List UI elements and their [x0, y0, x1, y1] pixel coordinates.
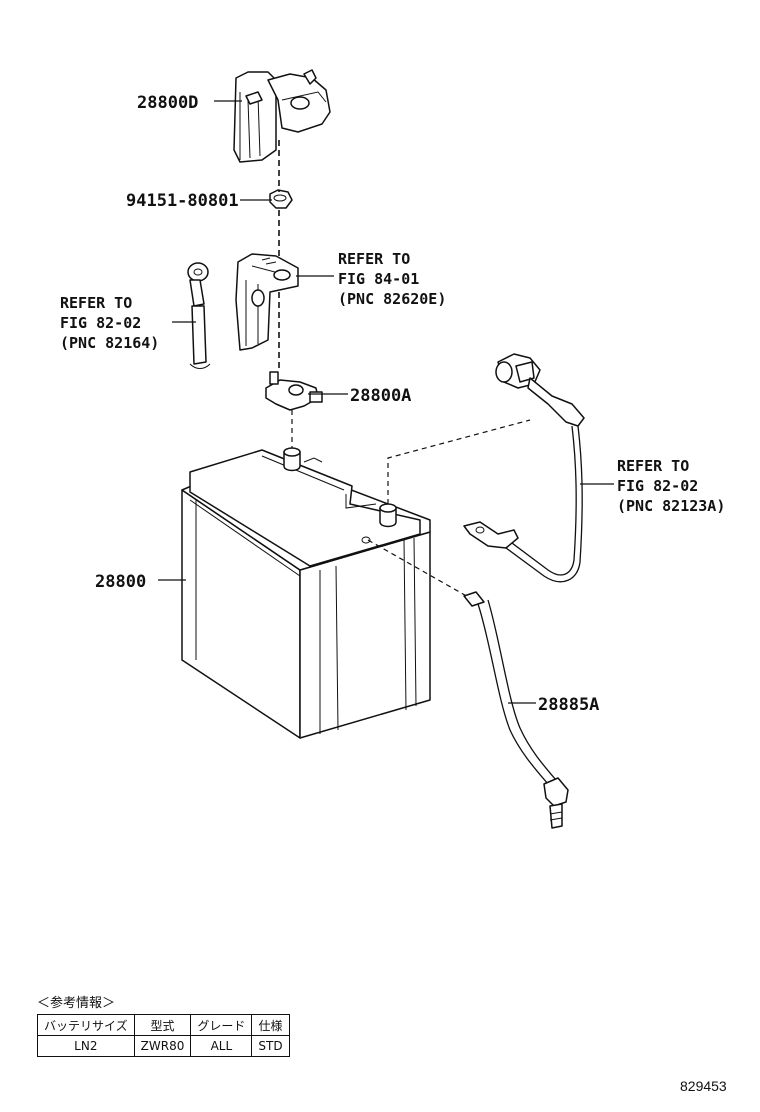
cell-grade: ALL: [190, 1035, 253, 1057]
ref-line: REFER TO: [617, 457, 689, 475]
battery-28800: [181, 447, 431, 739]
ref-line: REFER TO: [338, 250, 410, 268]
label-28800A: 28800A: [350, 386, 411, 406]
ref-line: FIG 82-02: [617, 477, 698, 495]
header-grade: グレード: [190, 1014, 253, 1036]
reference-info-title: ＜参考情報＞: [37, 996, 116, 1011]
nut-94151-80801: [269, 189, 293, 209]
terminal-cover-28800D: [233, 69, 331, 163]
leader-lines: [158, 100, 614, 704]
ref-line: REFER TO: [60, 294, 132, 312]
label-28885A: 28885A: [538, 695, 599, 715]
ref-fig-84-01: REFER TO FIG 84-01 (PNC 82620E): [338, 250, 446, 308]
ref-fig-82-02-right: REFER TO FIG 82-02 (PNC 82123A): [617, 457, 725, 515]
ref-line: (PNC 82164): [60, 334, 159, 352]
ref-fig-82-02-left: REFER TO FIG 82-02 (PNC 82164): [60, 294, 159, 352]
table-row: LN2 ZWR80 ALL STD: [37, 1035, 290, 1057]
ground-cable-28885A: [463, 591, 569, 829]
positive-cable-end: [187, 262, 211, 369]
ref-line: FIG 82-02: [60, 314, 141, 332]
cell-battery-size: LN2: [37, 1035, 135, 1057]
assembly-lines: [278, 140, 531, 599]
label-28800: 28800: [95, 572, 146, 592]
label-28800D: 28800D: [137, 93, 198, 113]
cell-model: ZWR80: [133, 1035, 192, 1057]
table-header-row: バッテリサイズ 型式 グレード 仕様: [37, 1014, 290, 1036]
terminal-bracket: [235, 253, 299, 351]
cell-spec: STD: [251, 1035, 290, 1057]
figure-number: 829453: [680, 1078, 727, 1094]
header-spec: 仕様: [251, 1014, 290, 1036]
ref-line: (PNC 82123A): [617, 497, 725, 515]
reference-info-table: バッテリサイズ 型式 グレード 仕様 LN2 ZWR80 ALL STD: [37, 1014, 290, 1057]
terminal-clamp-28800A: [265, 371, 323, 411]
header-model: 型式: [133, 1014, 192, 1036]
header-battery-size: バッテリサイズ: [37, 1014, 135, 1036]
ref-line: FIG 84-01: [338, 270, 419, 288]
label-94151-80801: 94151-80801: [126, 191, 239, 211]
ref-line: (PNC 82620E): [338, 290, 446, 308]
negative-cable: [463, 353, 585, 583]
reference-info: ＜参考情報＞ バッテリサイズ 型式 グレード 仕様 LN2 ZWR80 ALL …: [37, 994, 290, 1057]
